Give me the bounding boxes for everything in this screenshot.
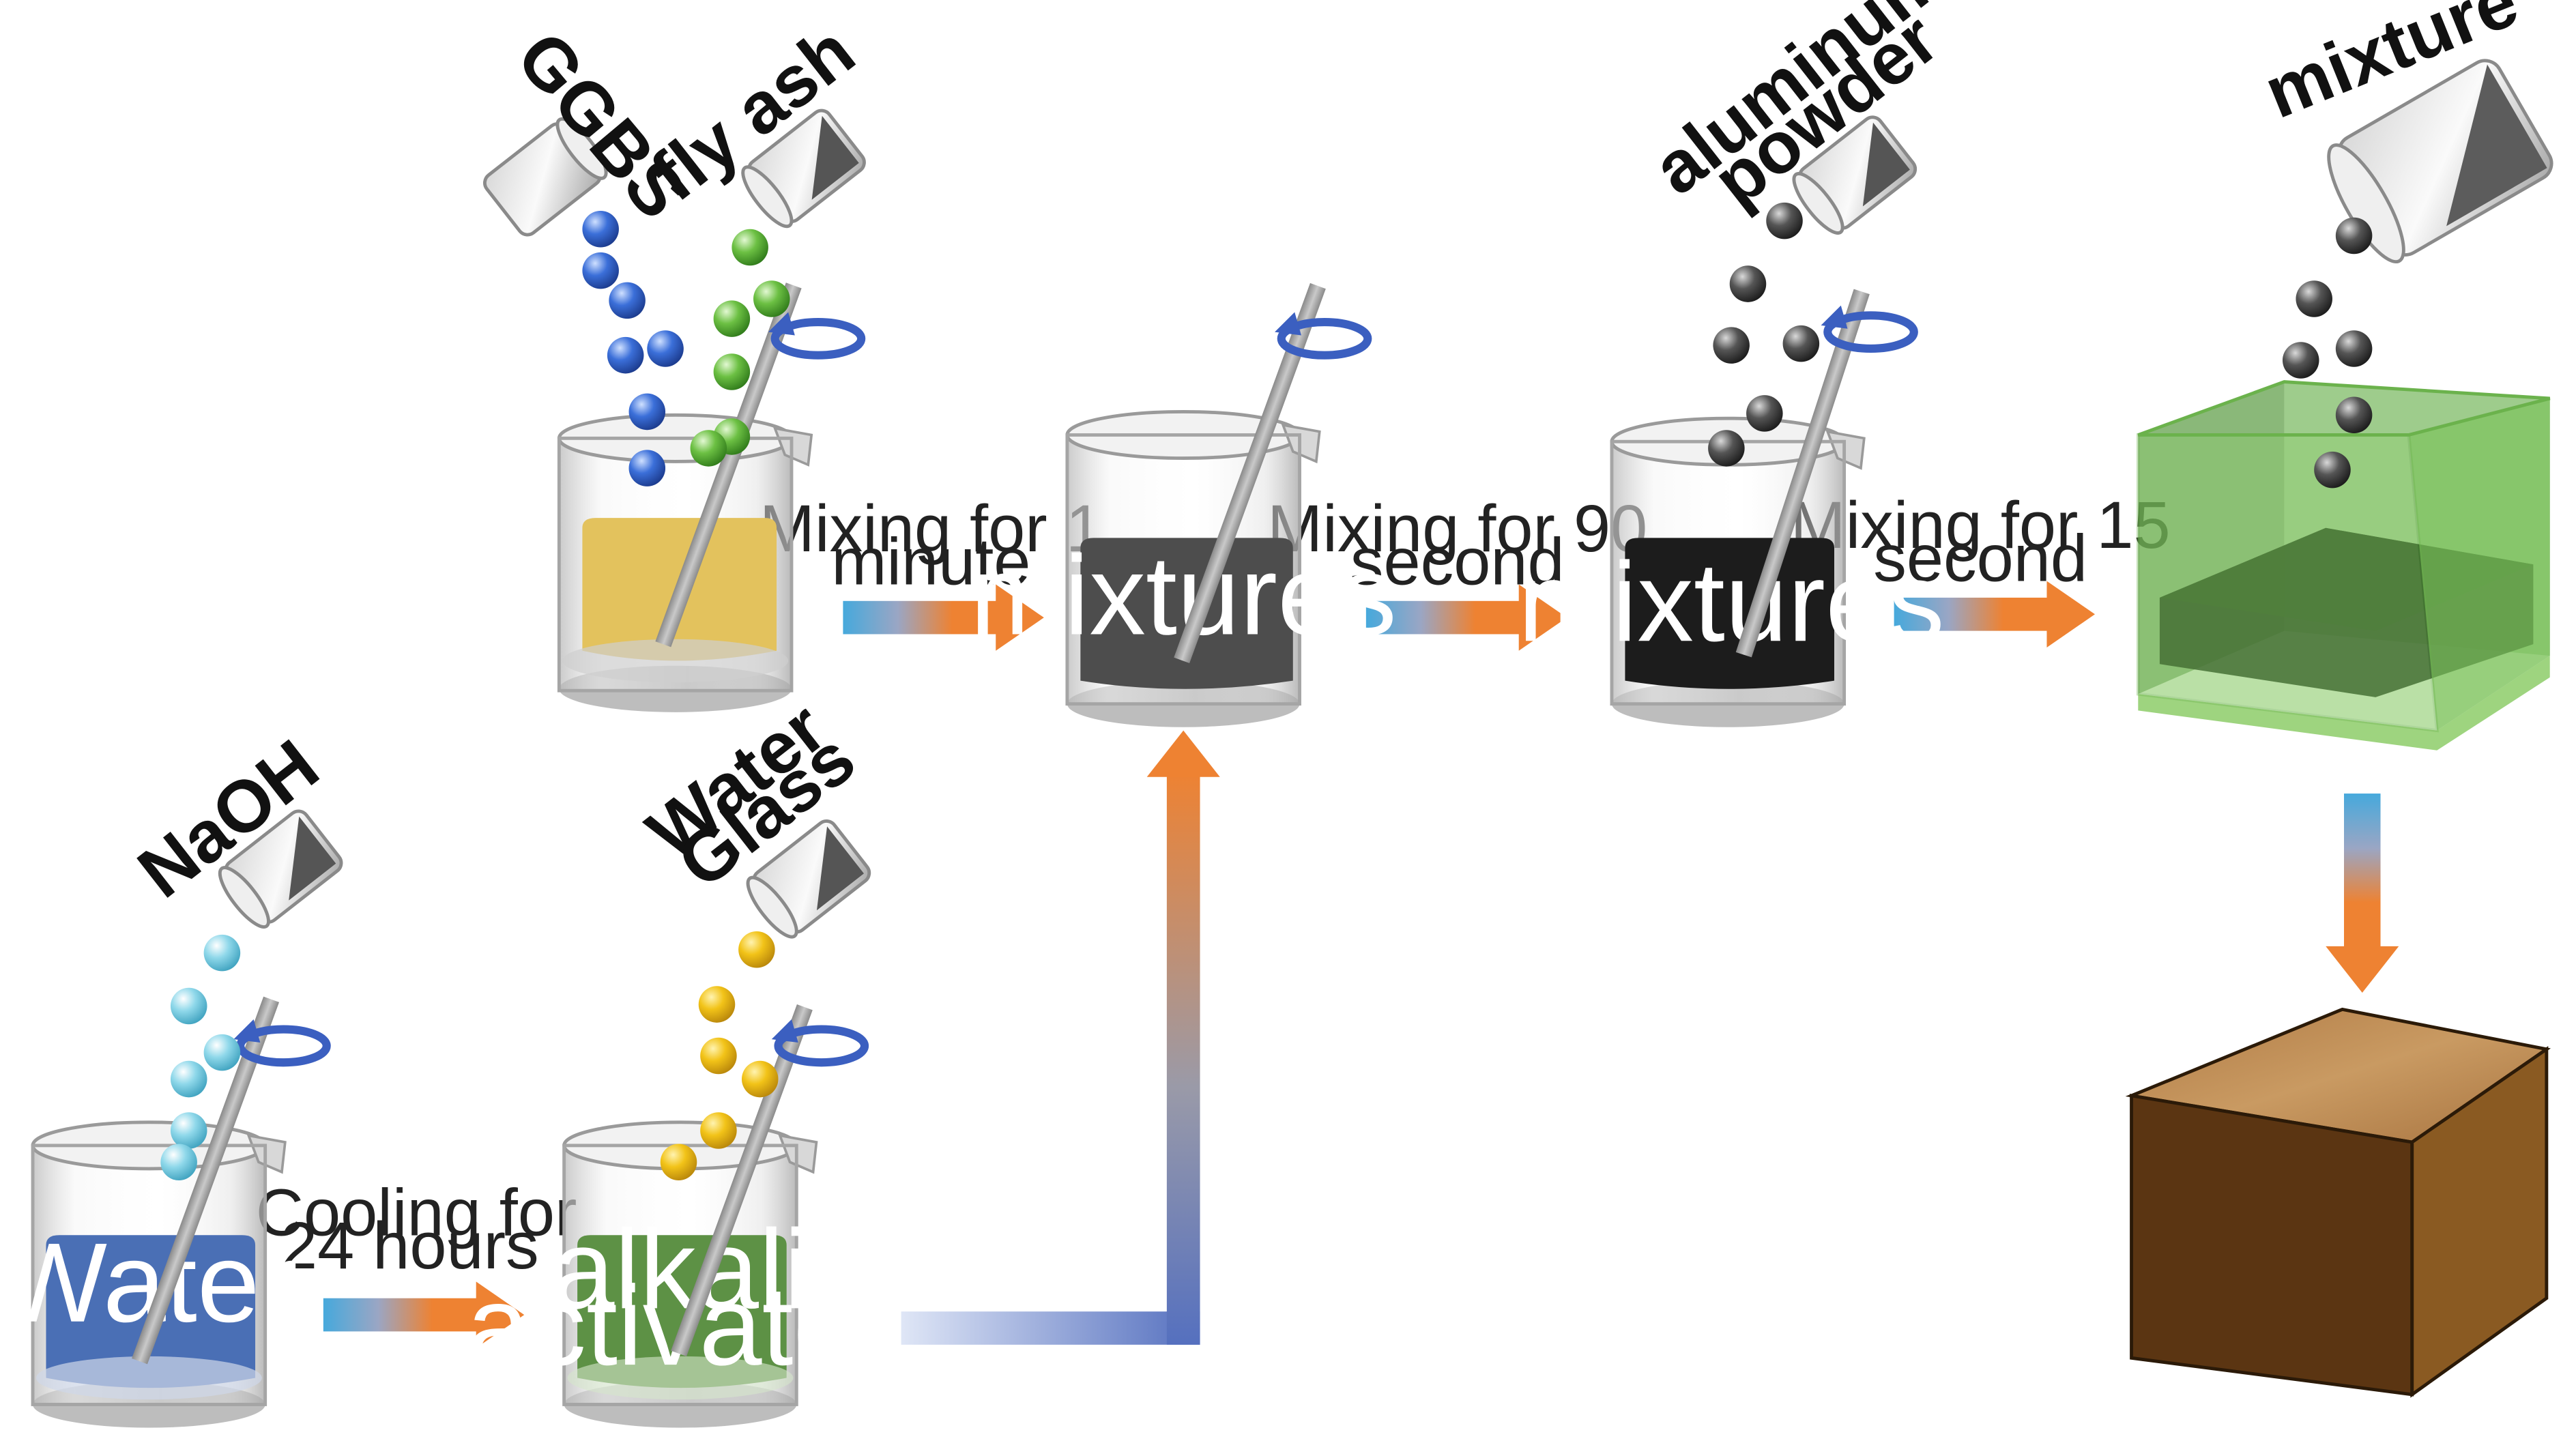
step-cooling-line1: Cooling for [256,1175,577,1249]
naoh-particles [160,934,241,1180]
jar-icon [1792,115,1917,235]
step-mix-2-line2: second [1350,524,1565,598]
jar-icon [482,117,608,237]
flow-arrow-mix-3 [1894,581,2096,647]
step-mix-3-line2: second [1873,521,2087,596]
flow-arrow-mix-1 [843,584,1044,651]
flow-arrow-activator-to-mixture [901,730,1220,1345]
step-mix-3-line1: Mixing for 15 [1791,488,2171,562]
beaker-mixtures-1: mixtures [970,409,1397,727]
rotation-arrow-icon [1275,312,1367,355]
foamed-geopolymer-block [2125,1007,2551,1398]
mold-container [2136,380,2551,751]
flow-arrow-mix-2 [1365,584,1567,651]
rotation-arrow-icon [233,1019,326,1062]
stirring-rod-mixtures-1 [1174,282,1326,663]
mixtures-2-label: mixtures [1518,539,1945,665]
flow-arrow-down-to-block [2326,794,2399,993]
mixture-particles [2282,217,2373,489]
jar-icon [2327,59,2553,264]
alkali-liquid [577,1235,787,1388]
step-mix-1-line2: minute [831,524,1030,598]
rotation-arrow-icon [768,312,861,355]
jar-icon [746,819,871,939]
stirring-rod-water [132,996,280,1365]
stirring-rod-precursor [655,282,802,647]
ggbs-particles [582,211,684,486]
mixtures-2-liquid [1625,538,1835,689]
stirring-rod-mixtures-2 [1735,289,1870,658]
stirring-rod-alkali [671,1004,813,1356]
mixtures-1-liquid [1080,538,1293,689]
step-cooling-line2: 24 hours [280,1208,539,1283]
step-mix-1-line1: Mixing for 1 [759,491,1103,566]
step-mix-2-line1: Mixing for 90 [1267,491,1647,566]
fly-ash-particles [690,229,790,467]
rotation-arrow-icon [772,1019,865,1062]
beaker-alkali-activator: alkali activator [467,1120,894,1428]
water-glass-particles [660,931,779,1180]
rotation-arrow-icon [1821,306,1914,349]
beaker-water: Water [1,1120,298,1428]
flow-arrow-cooling [323,1281,525,1348]
aluminum-particles [1708,202,1820,467]
jar-icon [741,108,866,229]
alkali-label-line1: alkali [551,1206,809,1333]
jar-icon [218,809,343,929]
